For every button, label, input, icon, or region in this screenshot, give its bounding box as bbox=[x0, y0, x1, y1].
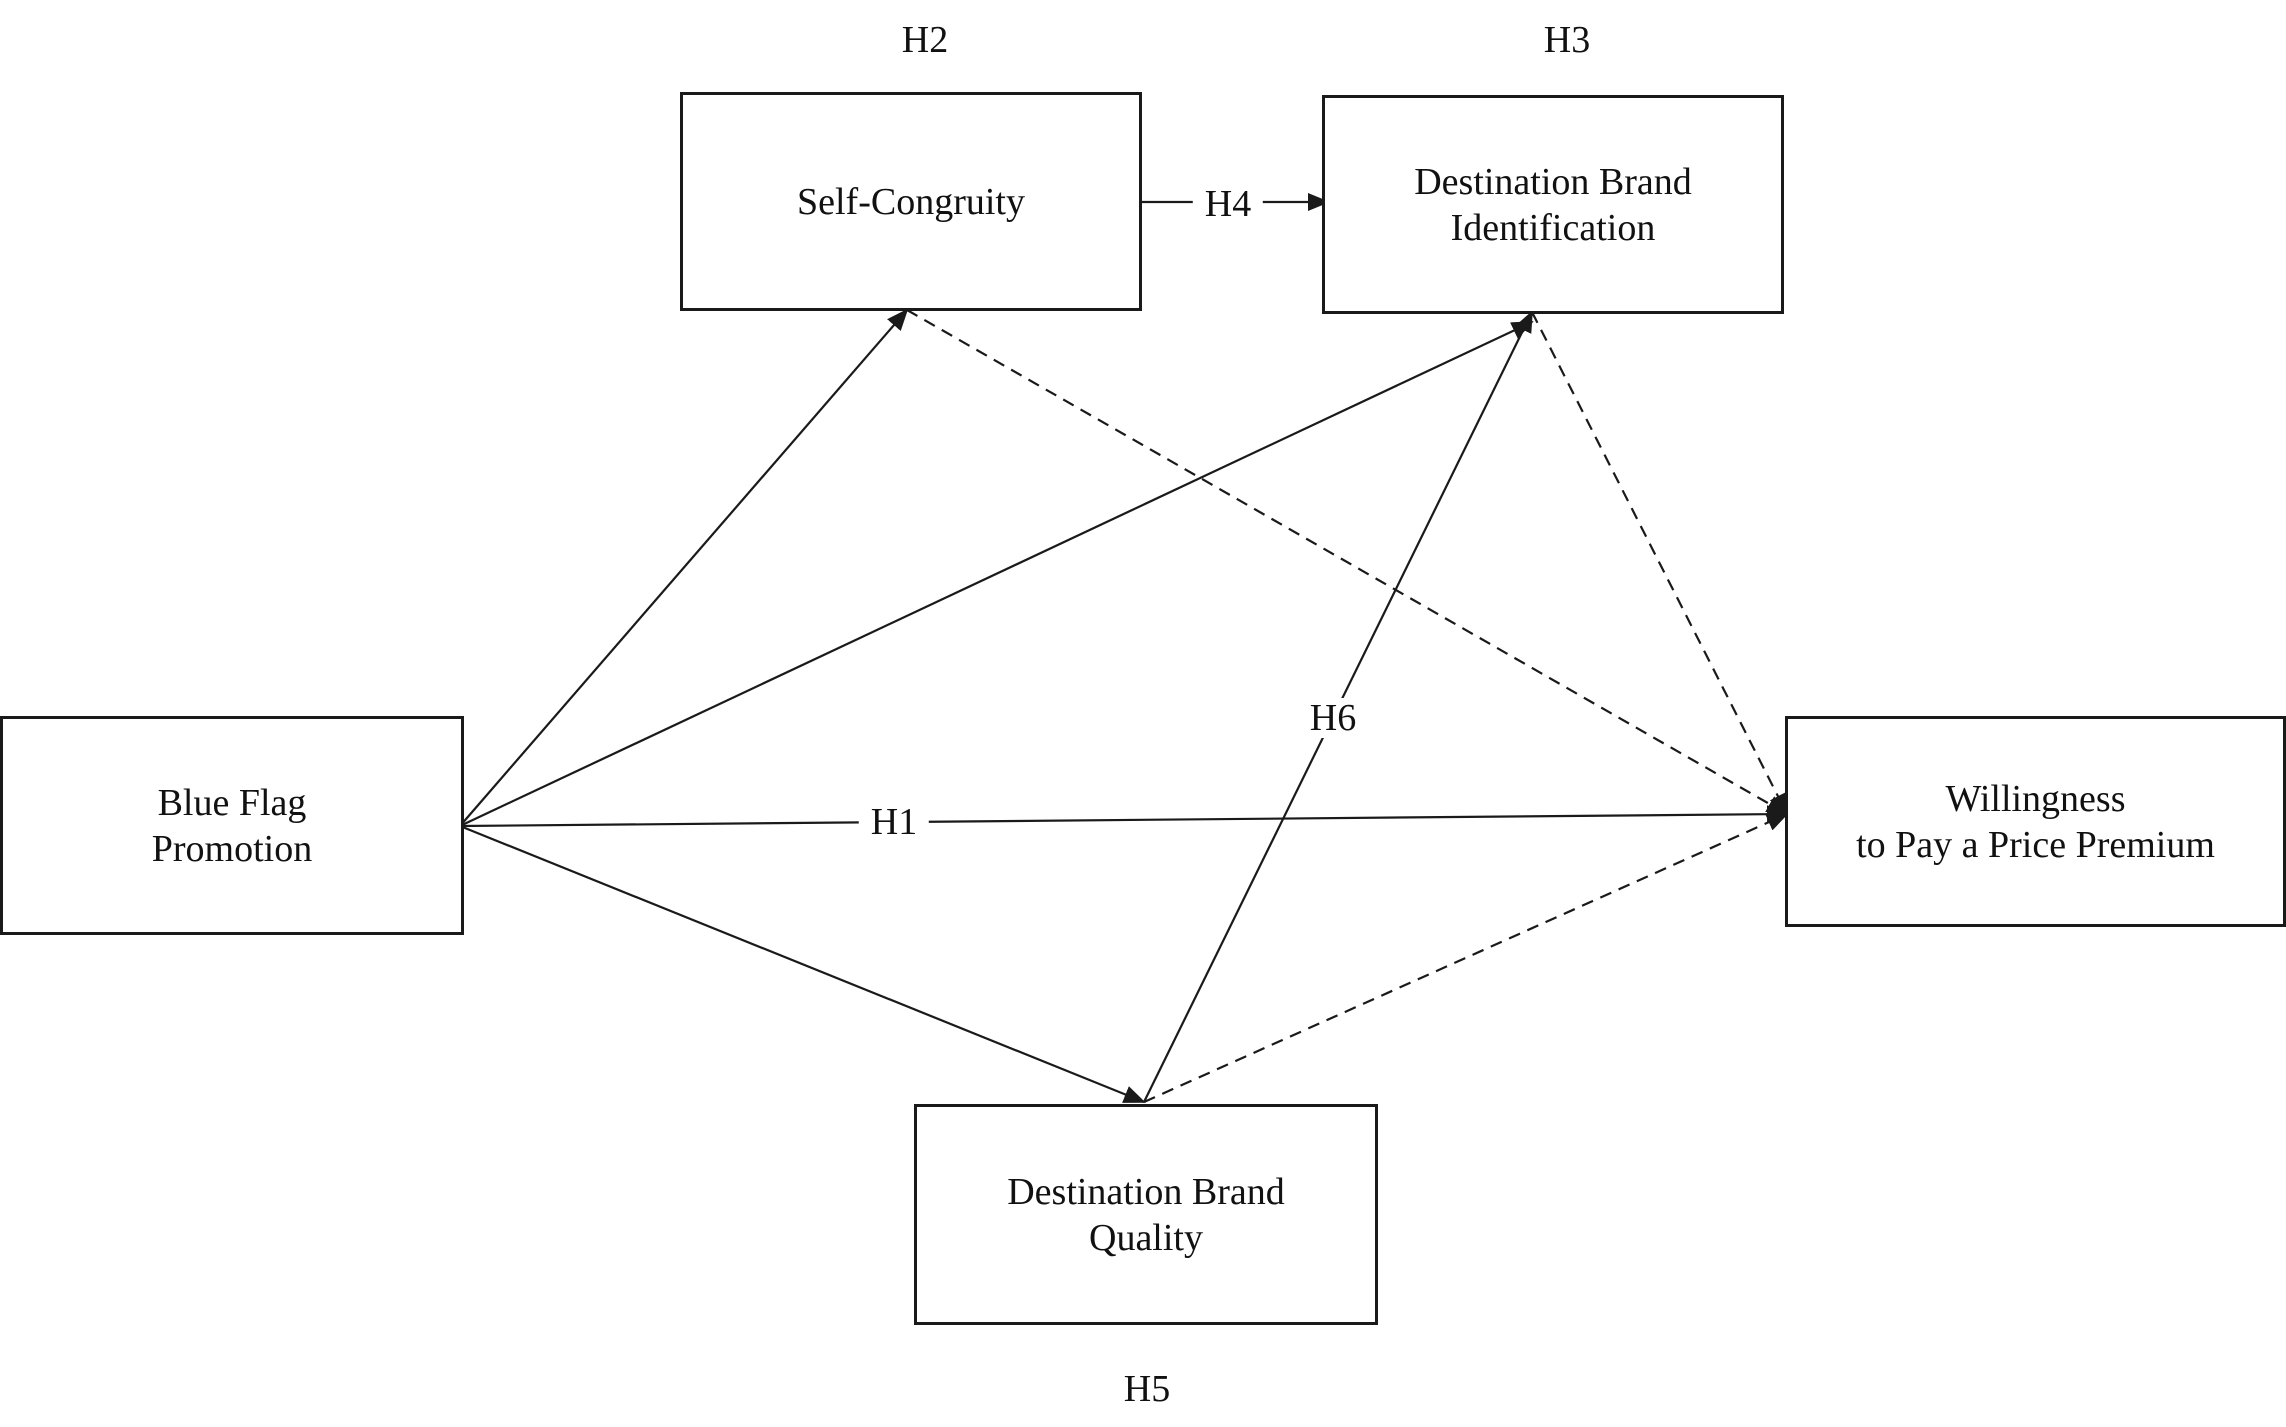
node-self-congruity: Self-Congruity bbox=[680, 92, 1142, 311]
hypothesis-label-h4: H4 bbox=[1192, 184, 1264, 224]
node-destination-brand-identification: Destination Brand Identification bbox=[1322, 95, 1784, 314]
node-blue-flag-promotion: Blue Flag Promotion bbox=[0, 716, 464, 935]
node-quality-line-2: Quality bbox=[1089, 1216, 1203, 1259]
node-destination-brand-quality: Destination Brand Quality bbox=[914, 1104, 1378, 1325]
node-blue-flag-line-2: Promotion bbox=[151, 827, 313, 870]
node-identification-line-2: Identification bbox=[1450, 206, 1656, 249]
node-willingness-line-2: to Pay a Price Premium bbox=[1856, 823, 2215, 866]
hypothesis-label-h6: H6 bbox=[1297, 698, 1369, 738]
path-selfcongruity-to-willingness bbox=[906, 309, 1789, 815]
path-blueflag-to-identification bbox=[459, 321, 1534, 827]
node-blue-flag-line-1: Blue Flag bbox=[157, 781, 307, 824]
path-blueflag-to-willingness bbox=[459, 805, 1789, 828]
path-identification-to-willingness bbox=[1531, 311, 1788, 816]
path-blueflag-to-selfcongruity bbox=[459, 308, 909, 827]
node-willingness-line-1: Willingness bbox=[1945, 777, 2126, 820]
node-self-congruity-line-1: Self-Congruity bbox=[797, 180, 1025, 223]
hypothesis-label-h5: H5 bbox=[1123, 1368, 1171, 1410]
hypothesis-label-h3: H3 bbox=[1543, 19, 1591, 61]
hypothesis-label-h1: H1 bbox=[858, 802, 930, 842]
node-quality-line-1: Destination Brand bbox=[1007, 1170, 1285, 1213]
node-willingness-to-pay: Willingness to Pay a Price Premium bbox=[1785, 716, 2286, 927]
path-blueflag-to-quality bbox=[459, 824, 1146, 1104]
hypothesis-label-h2: H2 bbox=[901, 19, 949, 61]
path-quality-to-willingness bbox=[1143, 812, 1789, 1104]
node-identification-line-1: Destination Brand bbox=[1414, 160, 1692, 203]
